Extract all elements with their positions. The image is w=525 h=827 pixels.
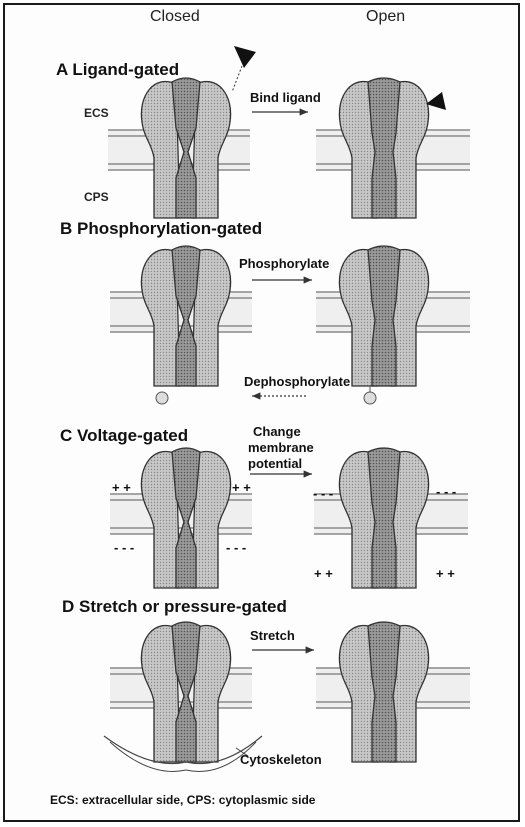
dephosphorylate-label: Dephosphorylate [244, 374, 350, 389]
channel-b-closed [141, 246, 230, 386]
charge-minus-outside-open-right: - - - [436, 484, 456, 499]
section-c-title: C Voltage-gated [60, 426, 188, 446]
ligand-triangle-bound [426, 92, 446, 110]
cytoskeleton-label: Cytoskeleton [240, 752, 322, 767]
footer-caption: ECS: extracellular side, CPS: cytoplasmi… [50, 793, 315, 807]
change-label: Change [253, 424, 301, 439]
charge-plus-outside-closed-left: + + [112, 480, 131, 495]
channel-d-closed [141, 622, 230, 762]
charge-plus-inside-open-right: + + [436, 566, 455, 581]
charge-plus-inside-open-left: + + [314, 566, 333, 581]
cps-label: CPS [84, 190, 109, 204]
charge-plus-outside-closed-right: + + [232, 480, 251, 495]
channel-a-closed [141, 78, 230, 218]
section-d-title: D Stretch or pressure-gated [62, 597, 287, 617]
channel-c-open [339, 448, 428, 588]
channel-c-closed [141, 448, 230, 588]
open-header: Open [366, 8, 405, 26]
closed-header: Closed [150, 8, 200, 26]
bind-ligand-label: Bind ligand [250, 90, 321, 105]
channel-d-open [339, 622, 428, 762]
charge-minus-inside-closed-right: - - - [226, 540, 246, 555]
stretch-label: Stretch [250, 628, 295, 643]
charge-minus-inside-closed-left: - - - [114, 540, 134, 555]
charge-minus-outside-open-left: - - - [313, 486, 333, 501]
ecs-label: ECS [84, 106, 109, 120]
ligand-triangle-free [234, 46, 256, 68]
phosphate-group-closed [156, 392, 168, 404]
section-b-title: B Phosphorylation-gated [60, 219, 262, 239]
channel-a-open [339, 78, 428, 218]
phosphorylate-label: Phosphorylate [239, 256, 329, 271]
channel-b-open [339, 246, 428, 386]
section-a-title: A Ligand-gated [56, 60, 179, 80]
ligand-approach-line [232, 66, 242, 92]
potential-label: potential [248, 456, 302, 471]
membrane-label: membrane [248, 440, 314, 455]
phosphate-group-open [364, 392, 376, 404]
